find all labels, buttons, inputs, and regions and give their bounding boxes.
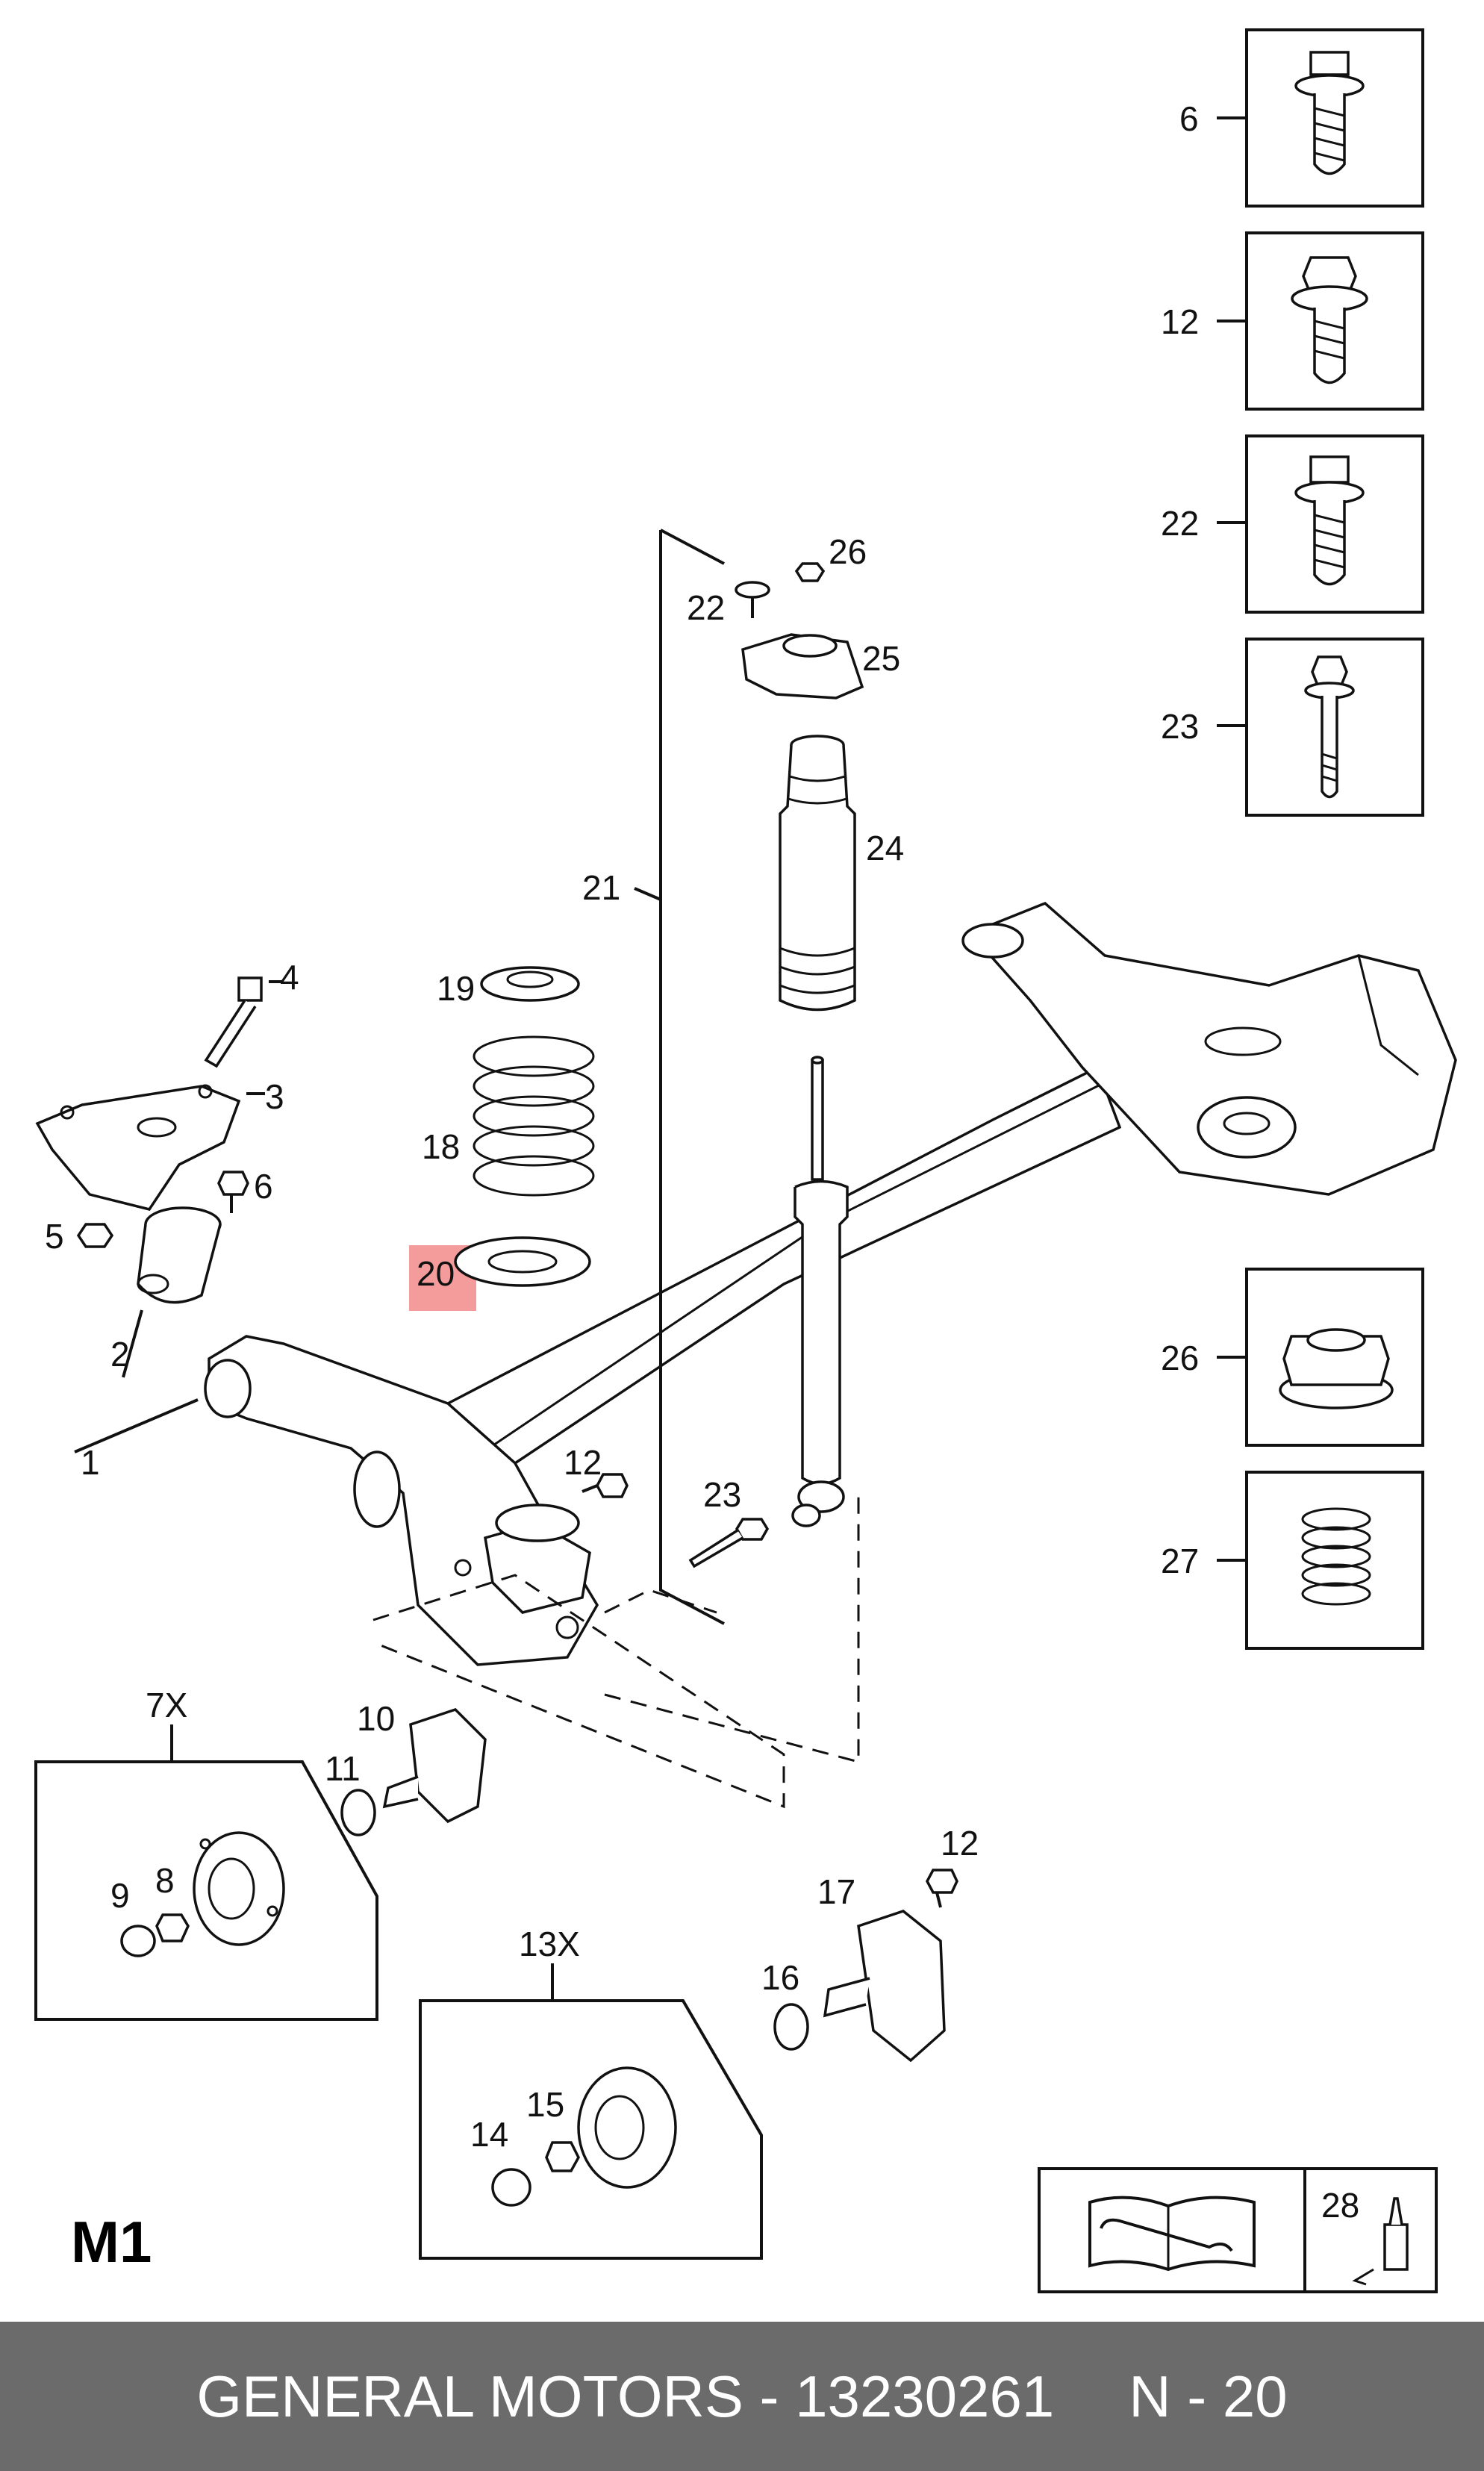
bracket-21 (659, 530, 725, 1625)
callout-12c: 12 (941, 1824, 979, 1863)
callout-24: 24 (866, 829, 904, 867)
callout-22: 22 (1161, 504, 1199, 543)
footer-bar: GENERAL MOTORS - 13230261 N - 20 (0, 2322, 1484, 2471)
detail-box-27[interactable]: 27 (1161, 1471, 1424, 1650)
section-code: M1 (71, 2209, 152, 2275)
detail-box-23[interactable]: 23 (1161, 638, 1424, 817)
coil-spring[interactable]: 18 (422, 1035, 595, 1197)
seal-ring-11[interactable]: 11 (325, 1749, 376, 1836)
callout-19: 19 (437, 969, 475, 1008)
callout-2: 2 (110, 1335, 130, 1374)
bolt-icon (1294, 51, 1365, 175)
rubber-bush[interactable]: 2 (110, 1206, 222, 1378)
callout-4: 4 (280, 958, 299, 997)
flange-nut-icon (1279, 1328, 1394, 1409)
footer-part-number: GENERAL MOTORS - 13230261 (196, 2363, 1055, 2429)
callout-23b: 23 (703, 1475, 741, 1514)
top-mount[interactable]: 25 (741, 633, 900, 699)
bolt-12c[interactable]: 12 (926, 1824, 979, 1908)
spring-clip-icon (1301, 1507, 1371, 1606)
knuckle-17[interactable]: 17 (817, 1872, 946, 2063)
dashed-guide-shock (604, 1493, 860, 1763)
callout-3: 3 (265, 1077, 284, 1116)
bolt-23[interactable]: 23 (688, 1475, 770, 1568)
dashed-guide-hub (372, 1574, 785, 1809)
callout-28: 28 (1321, 2186, 1359, 2225)
callout-18: 18 (422, 1127, 460, 1166)
stub-axle-10[interactable]: 10 (357, 1699, 487, 1824)
callout-15: 15 (526, 2085, 564, 2124)
mount-bolt[interactable]: 4 (204, 958, 299, 1068)
callout-1: 1 (81, 1443, 100, 1482)
callout-20: 20 (417, 1254, 455, 1293)
callout-11: 11 (325, 1749, 361, 1788)
mount-bracket[interactable]: 3 (35, 1077, 284, 1211)
callout-25: 25 (862, 639, 900, 678)
bolt-22[interactable]: 22 (687, 581, 770, 627)
footer-page-ref: N - 20 (1129, 2363, 1288, 2429)
callout-9: 9 (110, 1876, 130, 1915)
service-info-box[interactable]: 28 (1038, 2167, 1438, 2293)
manual-book-icon (1088, 2196, 1256, 2272)
detail-box-6[interactable]: 6 (1179, 28, 1424, 208)
callout-22b: 22 (687, 588, 725, 627)
seal-ring-16[interactable]: 16 (761, 1958, 809, 2051)
nut-26[interactable]: 26 (794, 532, 867, 582)
callout-21: 21 (582, 868, 620, 907)
callout-8: 8 (155, 1861, 175, 1900)
callout-23: 23 (1161, 707, 1199, 746)
bolt-12[interactable]: 12 (564, 1443, 629, 1498)
callout-10: 10 (357, 1699, 395, 1738)
callout-6: 6 (1179, 99, 1199, 138)
bolt-6[interactable]: 6 (217, 1167, 273, 1213)
spring-seat-upper[interactable]: 19 (437, 966, 580, 1008)
rear-axle-beam[interactable]: 1 (74, 901, 1457, 1666)
torx-bolt-icon (1294, 455, 1365, 586)
shock-absorber[interactable] (791, 1056, 849, 1527)
callout-5: 5 (45, 1217, 64, 1256)
detail-box-26[interactable]: 26 (1161, 1268, 1424, 1447)
dust-boot[interactable]: 24 (779, 735, 904, 1012)
long-bolt-icon (1304, 655, 1355, 799)
callout-16: 16 (761, 1958, 799, 1997)
nut-5[interactable]: 5 (45, 1217, 114, 1256)
detail-box-12[interactable]: 12 (1161, 231, 1424, 411)
callout-17: 17 (817, 1872, 855, 1911)
callout-13X: 13X (519, 1925, 580, 1963)
detail-box-22[interactable]: 22 (1161, 434, 1424, 614)
callout-7X: 7X (146, 1686, 187, 1724)
callout-26: 26 (1161, 1339, 1199, 1377)
flange-bolt-icon (1291, 256, 1368, 384)
hub-kit-13X[interactable]: 15 14 (419, 1999, 763, 2260)
dashed-guide-bolt (604, 1589, 717, 1614)
sealant-tube-icon (1352, 2197, 1409, 2286)
callout-27: 27 (1161, 1542, 1199, 1580)
callout-26b: 26 (829, 532, 867, 571)
callout-6b: 6 (254, 1167, 273, 1206)
hub-kit-7X[interactable]: 8 9 (34, 1760, 378, 2021)
callout-12: 12 (1161, 302, 1199, 341)
spring-seat-lower[interactable]: 20 (409, 1236, 591, 1311)
callout-14: 14 (470, 2115, 508, 2154)
callout-12b: 12 (564, 1443, 602, 1482)
